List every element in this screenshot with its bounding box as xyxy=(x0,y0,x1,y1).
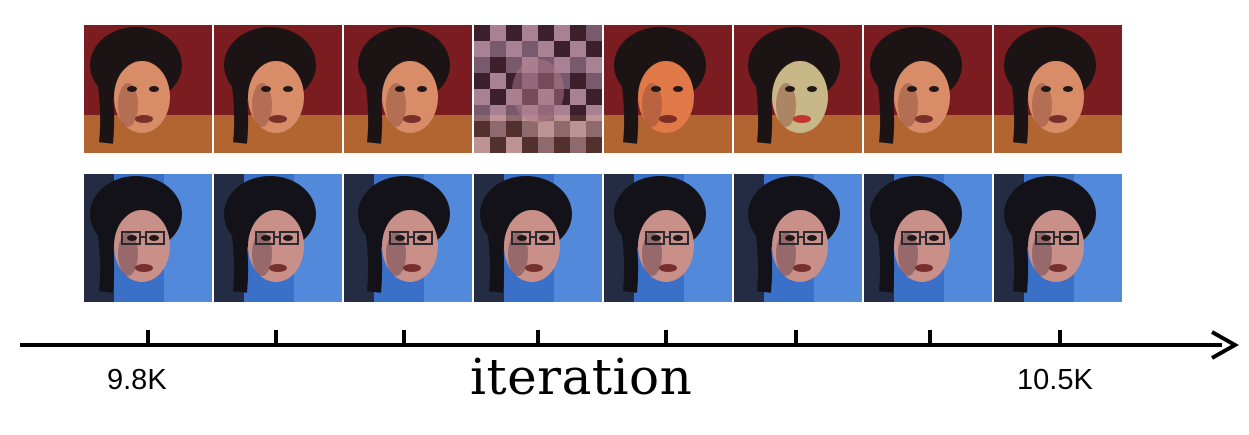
face-sample-2-3 xyxy=(344,174,472,302)
face-sample-1-4 xyxy=(474,25,602,153)
face-sample-1-6 xyxy=(734,25,862,153)
face-sample-1-5 xyxy=(604,25,732,153)
face-sample-2-5 xyxy=(604,174,732,302)
face-image xyxy=(994,174,1122,302)
face-image xyxy=(864,25,992,153)
face-image xyxy=(994,25,1122,153)
axis-title: iteration xyxy=(470,348,693,406)
face-sample-2-2 xyxy=(214,174,342,302)
start-tick-label: 9.8K xyxy=(107,364,167,396)
face-sample-1-7 xyxy=(864,25,992,153)
sample-grid xyxy=(84,25,1123,303)
face-image xyxy=(214,174,342,302)
face-sample-2-8 xyxy=(994,174,1122,302)
face-sample-2-4 xyxy=(474,174,602,302)
face-image xyxy=(344,174,472,302)
bottom-row xyxy=(84,174,1123,302)
face-sample-1-8 xyxy=(994,25,1122,153)
end-tick-label: 10.5K xyxy=(1017,364,1093,396)
top-row xyxy=(84,25,1123,153)
face-sample-2-1 xyxy=(84,174,212,302)
face-image xyxy=(734,25,862,153)
face-image xyxy=(214,25,342,153)
face-sample-2-6 xyxy=(734,174,862,302)
face-image xyxy=(344,25,472,153)
iteration-axis xyxy=(20,330,1240,360)
axis-arrowhead xyxy=(1211,330,1240,360)
face-image xyxy=(864,174,992,302)
face-image xyxy=(474,25,602,153)
face-image xyxy=(84,174,212,302)
face-sample-1-1 xyxy=(84,25,212,153)
face-image xyxy=(604,174,732,302)
face-sample-2-7 xyxy=(864,174,992,302)
face-image xyxy=(474,174,602,302)
face-sample-1-2 xyxy=(214,25,342,153)
face-sample-1-3 xyxy=(344,25,472,153)
face-image xyxy=(604,25,732,153)
face-image xyxy=(84,25,212,153)
face-image xyxy=(734,174,862,302)
axis-ticks xyxy=(146,330,1062,345)
